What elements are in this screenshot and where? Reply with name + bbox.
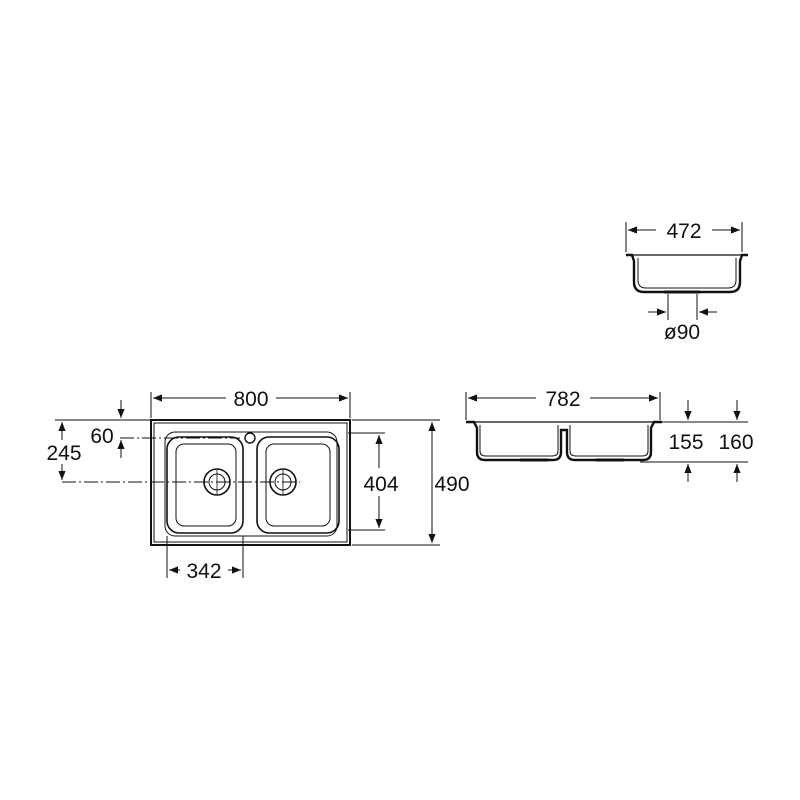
- plan-view: [62, 419, 351, 546]
- right-bowl-outer: [256, 436, 340, 534]
- plan-dimensions: [55, 392, 440, 578]
- cross-section-view: [626, 253, 748, 294]
- sink-outline: [150, 419, 351, 546]
- dim-tap-hole-offset: 60: [90, 425, 113, 448]
- dim-overall-width: 800: [233, 388, 268, 411]
- right-bowl-inner: [265, 443, 331, 527]
- dim-overall-depth: 490: [434, 473, 469, 496]
- left-bowl-outer: [166, 436, 244, 534]
- dim-bowl-depth: 404: [363, 473, 398, 496]
- tap-hole: [244, 432, 256, 444]
- section-dimensions: [465, 392, 748, 482]
- long-section-view: [466, 420, 662, 462]
- rim-drainer-line: [164, 431, 338, 537]
- section-profile: [466, 420, 662, 462]
- dim-end-width: 472: [666, 220, 701, 243]
- dim-drain-from-edge: 245: [46, 442, 81, 465]
- dim-drain-diameter: ø90: [664, 321, 700, 344]
- dim-bowl-height-inner: 155: [668, 431, 703, 454]
- cross-section-profile: [626, 253, 748, 294]
- dim-section-length: 782: [545, 388, 580, 411]
- sink-inner-rim: [153, 422, 348, 543]
- cross-dimensions: [625, 222, 743, 320]
- left-bowl-inner: [175, 443, 237, 527]
- dim-bowl-width: 342: [186, 560, 221, 583]
- dim-bowl-height-total: 160: [718, 431, 753, 454]
